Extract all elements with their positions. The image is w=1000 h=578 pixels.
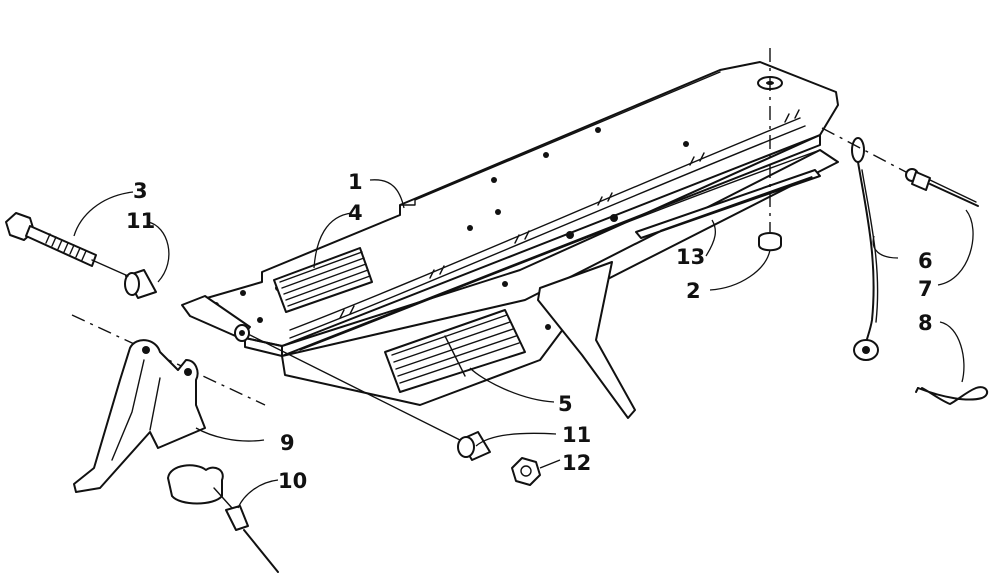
callout-5: 5 (558, 392, 573, 416)
lanyard-part-6 (851, 137, 879, 361)
nut-part-12 (511, 457, 541, 486)
callout-11-lower: 11 (562, 423, 591, 447)
decal-4 (273, 247, 373, 313)
callout-12: 12 (562, 451, 591, 475)
callouts: 1 2 3 4 5 6 7 8 9 10 11 11 12 13 (126, 170, 933, 493)
decal-13 (635, 169, 821, 239)
centerline-left (71, 314, 266, 406)
plate-holes (213, 127, 689, 330)
hinge-knuckles (339, 109, 800, 319)
callout-9: 9 (280, 431, 295, 455)
callout-3: 3 (133, 179, 148, 203)
callout-7: 7 (918, 277, 933, 301)
callout-11-upper: 11 (126, 209, 155, 233)
main-plate (181, 61, 839, 419)
clip-part-8 (915, 386, 989, 405)
bolt-part-3 (5, 212, 97, 267)
callout-1: 1 (348, 170, 363, 194)
bushing-part-11-right (457, 431, 491, 461)
bushing-part-11-left (124, 269, 157, 299)
callout-8: 8 (918, 311, 933, 335)
axis-line-back (91, 259, 129, 277)
callout-13: 13 (676, 245, 705, 269)
knob-part-10 (167, 464, 279, 573)
decal-5 (384, 309, 526, 393)
callout-10: 10 (278, 469, 307, 493)
pin-part-7 (905, 168, 979, 207)
latch-bracket-part-9 (73, 339, 206, 493)
callout-4: 4 (348, 201, 363, 225)
centerline-right (821, 127, 907, 173)
callout-2: 2 (686, 279, 701, 303)
callout-6: 6 (918, 249, 933, 273)
leader-lines (73, 179, 974, 509)
axis-line-front (249, 334, 461, 441)
